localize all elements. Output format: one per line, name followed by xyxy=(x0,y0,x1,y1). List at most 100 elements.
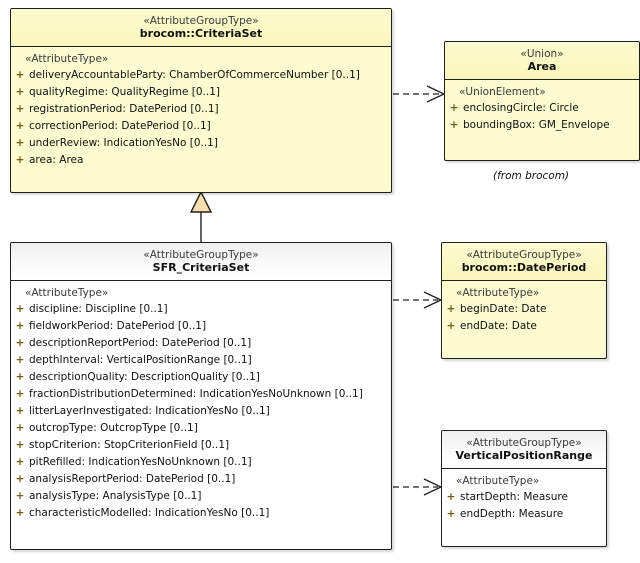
attribute-row[interactable]: + litterLayerInvestigated: IndicationYes… xyxy=(11,403,391,420)
class-name: Area xyxy=(527,60,557,74)
attribute-label: qualityRegime: QualityRegime [0..1] xyxy=(29,86,220,99)
attribute-row[interactable]: + characteristicModelled: IndicationYesN… xyxy=(11,505,391,522)
attribute-row[interactable]: + descriptionQuality: DescriptionQuality… xyxy=(11,369,391,386)
attribute-label: depthInterval: VerticalPositionRange [0.… xyxy=(29,354,252,367)
attribute-visibility: + xyxy=(446,491,456,504)
attribute-visibility: + xyxy=(15,120,25,133)
attribute-label: correctionPeriod: DatePeriod [0..1] xyxy=(29,120,211,133)
class-stereotype: «Union» xyxy=(520,48,564,60)
dependency-arrowhead xyxy=(426,85,446,103)
attribute-visibility: + xyxy=(446,320,456,333)
attribute-label: fieldworkPeriod: DatePeriod [0..1] xyxy=(29,320,207,333)
attribute-label: area: Area xyxy=(29,154,84,167)
attribute-visibility: + xyxy=(15,320,25,333)
attribute-group-stereotype: «AttributeType» xyxy=(456,475,540,488)
attribute-visibility: + xyxy=(15,69,25,82)
attribute-visibility: + xyxy=(15,303,25,316)
attribute-group-stereotype: «AttributeType» xyxy=(25,287,109,300)
attribute-visibility: + xyxy=(15,371,25,384)
attribute-label: endDepth: Measure xyxy=(460,508,564,521)
class-header-verticalpositionrange: «AttributeGroupType» VerticalPositionRan… xyxy=(442,431,606,470)
attribute-visibility: + xyxy=(15,137,25,150)
attribute-row[interactable]: + area: Area xyxy=(11,152,391,169)
attribute-row[interactable]: + underReview: IndicationYesNo [0..1] xyxy=(11,135,391,152)
attribute-label: stopCriterion: StopCriterionField [0..1] xyxy=(29,439,230,452)
attribute-row[interactable]: + stopCriterion: StopCriterionField [0..… xyxy=(11,437,391,454)
attribute-row[interactable]: + enclosingCircle: Circle xyxy=(445,100,639,117)
attribute-group-stereotype: «AttributeType» xyxy=(25,53,109,66)
attribute-visibility: + xyxy=(449,119,459,132)
attribute-visibility: + xyxy=(15,473,25,486)
class-header-sfr-criteriaset: «AttributeGroupType» SFR_CriteriaSet xyxy=(11,243,391,282)
attribute-row[interactable]: + endDate: Date xyxy=(442,318,606,335)
attribute-label: discipline: Discipline [0..1] xyxy=(29,303,168,316)
attribute-label: analysisReportPeriod: DatePeriod [0..1] xyxy=(29,473,236,486)
attribute-visibility: + xyxy=(446,303,456,316)
attribute-row[interactable]: + pitRefilled: IndicationYesNoUnknown [0… xyxy=(11,454,391,471)
attribute-visibility: + xyxy=(15,490,25,503)
class-name: brocom::DatePeriod xyxy=(461,261,587,275)
attribute-visibility: + xyxy=(15,422,25,435)
package-origin-note: (from brocom) xyxy=(493,170,570,182)
attribute-visibility: + xyxy=(15,354,25,367)
attribute-label: fractionDistributionDetermined: Indicati… xyxy=(29,388,363,401)
class-attributes-brocom-criteriaset: «AttributeType» + deliveryAccountablePar… xyxy=(11,47,391,176)
class-box-sfr-criteriaset[interactable]: «AttributeGroupType» SFR_CriteriaSet «At… xyxy=(10,242,392,550)
attribute-visibility: + xyxy=(446,508,456,521)
class-header-area: «Union» Area xyxy=(445,42,639,81)
attribute-row[interactable]: + analysisType: AnalysisType [0..1] xyxy=(11,488,391,505)
attribute-row[interactable]: + correctionPeriod: DatePeriod [0..1] xyxy=(11,118,391,135)
attribute-visibility: + xyxy=(15,388,25,401)
attribute-row[interactable]: + fieldworkPeriod: DatePeriod [0..1] xyxy=(11,318,391,335)
class-box-area[interactable]: «Union» Area «UnionElement» + enclosingC… xyxy=(444,41,640,161)
attribute-label: descriptionReportPeriod: DatePeriod [0..… xyxy=(29,337,252,350)
attribute-row[interactable]: + startDepth: Measure xyxy=(442,489,606,506)
attribute-row[interactable]: + depthInterval: VerticalPositionRange [… xyxy=(11,352,391,369)
class-stereotype: «AttributeGroupType» xyxy=(143,249,259,261)
attribute-row[interactable]: + boundingBox: GM_Envelope xyxy=(445,117,639,134)
attribute-visibility: + xyxy=(15,103,25,116)
attribute-label: characteristicModelled: IndicationYesNo … xyxy=(29,507,270,520)
dependency-sfr-to-dateperiod[interactable] xyxy=(393,291,443,309)
attribute-row[interactable]: + discipline: Discipline [0..1] xyxy=(11,301,391,318)
generalization-sfr-to-criteriaset[interactable] xyxy=(189,190,213,242)
class-box-brocom-dateperiod[interactable]: «AttributeGroupType» brocom::DatePeriod … xyxy=(441,242,607,359)
dependency-sfr-to-verticalpositionrange[interactable] xyxy=(393,478,443,496)
attribute-visibility: + xyxy=(449,102,459,115)
attribute-visibility: + xyxy=(15,154,25,167)
dependency-criteriaset-to-area[interactable] xyxy=(393,85,446,103)
attribute-row[interactable]: + registrationPeriod: DatePeriod [0..1] xyxy=(11,101,391,118)
class-name: SFR_CriteriaSet xyxy=(152,261,250,275)
attribute-row[interactable]: + endDepth: Measure xyxy=(442,506,606,523)
attribute-visibility: + xyxy=(15,337,25,350)
class-attributes-sfr-criteriaset: «AttributeType» + discipline: Discipline… xyxy=(11,281,391,529)
attribute-visibility: + xyxy=(15,507,25,520)
attribute-visibility: + xyxy=(15,439,25,452)
attribute-label: analysisType: AnalysisType [0..1] xyxy=(29,490,202,503)
attribute-label: deliveryAccountableParty: ChamberOfComme… xyxy=(29,69,360,82)
attribute-row[interactable]: + analysisReportPeriod: DatePeriod [0..1… xyxy=(11,471,391,488)
attribute-row[interactable]: + fractionDistributionDetermined: Indica… xyxy=(11,386,391,403)
class-box-brocom-criteriaset[interactable]: «AttributeGroupType» brocom::CriteriaSet… xyxy=(10,8,392,193)
attribute-row[interactable]: + qualityRegime: QualityRegime [0..1] xyxy=(11,84,391,101)
attribute-label: enclosingCircle: Circle xyxy=(463,102,579,115)
attribute-label: outcropType: OutcropType [0..1] xyxy=(29,422,198,435)
generalization-triangle xyxy=(189,190,213,213)
class-header-brocom-criteriaset: «AttributeGroupType» brocom::CriteriaSet xyxy=(11,9,391,48)
class-attributes-area: «UnionElement» + enclosingCircle: Circle… xyxy=(445,80,639,141)
attribute-label: endDate: Date xyxy=(460,320,537,333)
class-stereotype: «AttributeGroupType» xyxy=(466,249,582,261)
attribute-visibility: + xyxy=(15,405,25,418)
dependency-arrowhead xyxy=(423,478,443,496)
attribute-row[interactable]: + outcropType: OutcropType [0..1] xyxy=(11,420,391,437)
attribute-row[interactable]: + deliveryAccountableParty: ChamberOfCom… xyxy=(11,67,391,84)
class-stereotype: «AttributeGroupType» xyxy=(143,15,259,27)
class-box-verticalpositionrange[interactable]: «AttributeGroupType» VerticalPositionRan… xyxy=(441,430,607,547)
attribute-row[interactable]: + beginDate: Date xyxy=(442,301,606,318)
class-name: brocom::CriteriaSet xyxy=(139,27,263,41)
attribute-row[interactable]: + descriptionReportPeriod: DatePeriod [0… xyxy=(11,335,391,352)
attribute-label: descriptionQuality: DescriptionQuality [… xyxy=(29,371,260,384)
attribute-label: litterLayerInvestigated: IndicationYesNo… xyxy=(29,405,270,418)
attribute-label: beginDate: Date xyxy=(460,303,547,316)
